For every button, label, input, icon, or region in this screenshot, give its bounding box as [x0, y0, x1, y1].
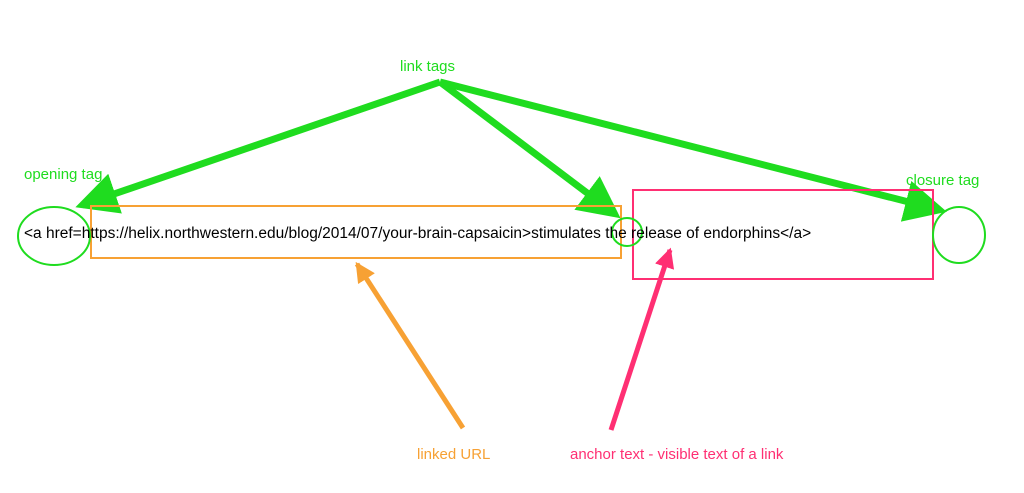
closure-tag-text: </a>: [780, 225, 812, 242]
closure-tag-label: closure tag: [906, 172, 980, 189]
opening-tag-circle: [17, 206, 91, 266]
opening-tag-text: <a href=: [24, 225, 82, 242]
opening-tag-label: opening tag: [24, 166, 103, 183]
arrow-to-closure-tag: [439, 78, 947, 222]
arrow-to-middle-tag: [437, 79, 621, 219]
anchor-text: stimulates the release of endorphins: [531, 225, 781, 242]
arrow-to-anchor-text: [608, 247, 675, 431]
closure-tag-circle: [932, 206, 986, 264]
linked-url-label: linked URL: [417, 446, 491, 463]
html-link-code: <a href=https://helix.northwestern.edu/b…: [24, 224, 811, 244]
anchor-text-label: anchor text - visible text of a link: [570, 446, 784, 463]
link-tags-label: link tags: [400, 58, 456, 75]
linked-url-text: https://helix.northwestern.edu/blog/2014…: [81, 225, 523, 242]
arrow-to-opening-tag: [75, 78, 442, 214]
middle-tag-circle: [611, 217, 643, 247]
url-highlight-box: [90, 205, 622, 259]
arrow-to-url: [354, 261, 466, 430]
tag-close-bracket: >: [522, 225, 532, 242]
